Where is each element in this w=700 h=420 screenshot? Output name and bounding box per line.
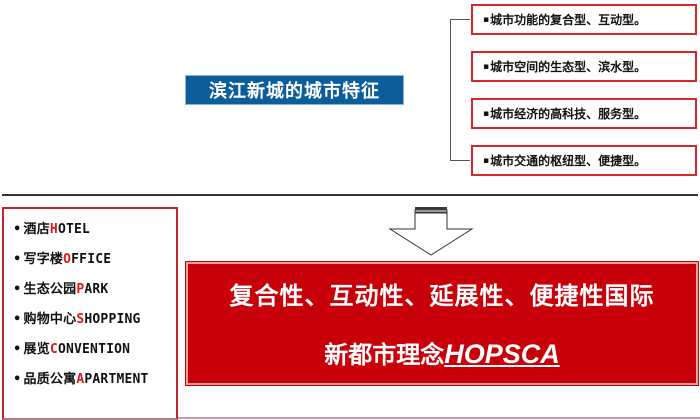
item-cn: 展览	[23, 342, 50, 357]
feature-box-space: ▪ 城市空间的生态型、滨水型。	[471, 51, 697, 82]
item-cn: 写字楼	[23, 252, 64, 267]
hopsca-summary-box: 复合性、互动性、延展性、便捷性国际 新都市理念HOPSCA	[185, 261, 699, 386]
item-en: ONVENTION	[57, 342, 131, 357]
item-initial: H	[49, 222, 58, 237]
item-en: OTEL	[57, 222, 91, 237]
bracket-connector	[450, 19, 451, 160]
item-en: ARK	[84, 282, 109, 297]
list-item-hotel: •酒店HOTEL	[13, 218, 90, 237]
item-en: FFICE	[71, 252, 112, 267]
list-item-shopping: •购物中心SHOPPING	[13, 308, 141, 327]
list-item-convention: •展览CONVENTION	[13, 338, 130, 357]
item-cn: 生态公园	[23, 282, 77, 297]
bracket-tick-bottom	[450, 160, 470, 161]
item-cn: 购物中心	[23, 312, 77, 327]
item-en: HOPPING	[84, 312, 141, 327]
summary-concept-cn: 新都市理念	[324, 341, 445, 369]
item-cn: 酒店	[23, 222, 50, 237]
item-initial: S	[76, 312, 85, 327]
bracket-tick-top	[450, 19, 470, 20]
feature-text: 城市空间的生态型、滨水型。	[490, 60, 647, 74]
item-initial: P	[76, 282, 85, 297]
item-en: PARTMENT	[84, 372, 149, 387]
bullet-icon: •	[13, 312, 22, 327]
summary-line-1: 复合性、互动性、延展性、便捷性国际	[229, 282, 655, 310]
bottom-border-line	[178, 417, 700, 419]
feature-box-function: ▪ 城市功能的复合型、互动型。	[471, 4, 697, 35]
item-cn: 品质公寓	[23, 372, 77, 387]
bullet-icon: •	[13, 342, 22, 357]
section-divider	[2, 194, 698, 196]
bullet-icon: ▪	[483, 61, 490, 72]
feature-box-transport: ▪ 城市交通的枢纽型、便捷型。	[471, 145, 697, 176]
summary-concept-en: HOPSCA	[444, 339, 560, 369]
list-item-park: •生态公园PARK	[13, 278, 108, 297]
down-arrow-icon	[388, 207, 474, 256]
title-text: 滨江新城的城市特征	[209, 81, 380, 102]
feature-text: 城市经济的高科技、服务型。	[490, 107, 647, 121]
bullet-icon: ▪	[483, 155, 490, 166]
bullet-icon: ▪	[483, 108, 490, 119]
hopsca-list: •酒店HOTEL •写字楼OFFICE •生态公园PARK •购物中心SHOPP…	[2, 207, 178, 420]
feature-box-economy: ▪ 城市经济的高科技、服务型。	[471, 98, 697, 129]
item-initial: O	[63, 252, 72, 267]
list-item-apartment: •品质公寓APARTMENT	[13, 368, 149, 387]
bullet-icon: ▪	[483, 14, 490, 25]
feature-text: 城市交通的枢纽型、便捷型。	[490, 154, 647, 168]
feature-text: 城市功能的复合型、互动型。	[490, 13, 647, 27]
item-initial: C	[49, 342, 58, 357]
bullet-icon: •	[13, 282, 22, 297]
city-features-title: 滨江新城的城市特征	[185, 75, 404, 105]
bullet-icon: •	[13, 372, 22, 387]
item-initial: A	[76, 372, 85, 387]
bullet-icon: •	[13, 252, 22, 267]
summary-line-2: 新都市理念HOPSCA	[188, 335, 696, 370]
bullet-icon: •	[13, 222, 22, 237]
list-item-office: •写字楼OFFICE	[13, 248, 111, 267]
